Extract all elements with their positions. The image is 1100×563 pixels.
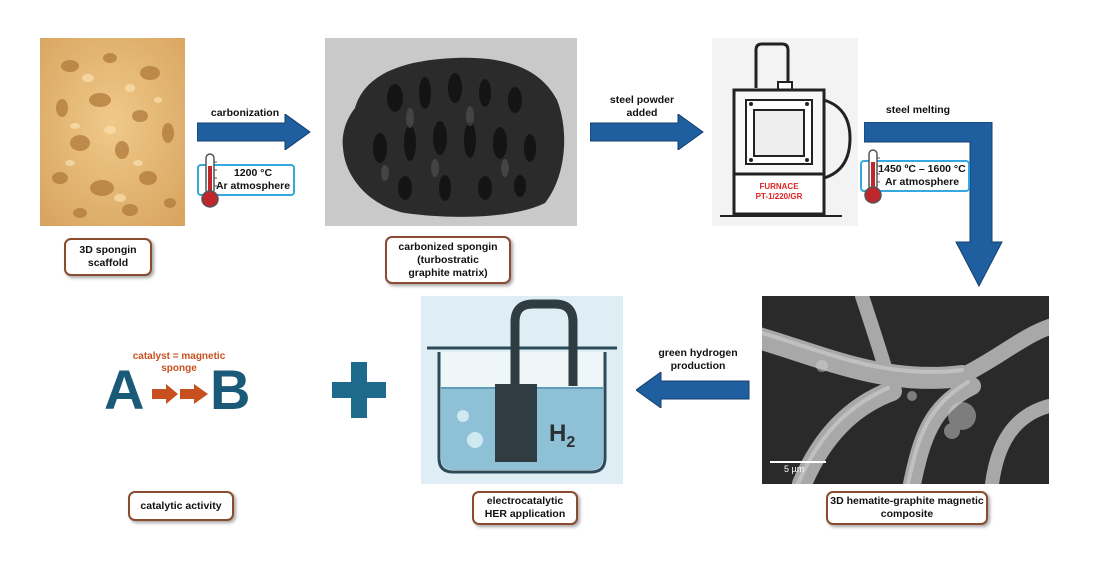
caption-line: 3D spongin	[79, 244, 137, 256]
caption-line: composite	[880, 508, 934, 520]
caption-line: graphite matrix)	[408, 266, 488, 279]
step-label-steel-melting: steel melting	[868, 104, 968, 117]
double-arrow-icon	[152, 384, 208, 404]
h2-subscript: 2	[566, 433, 576, 451]
catalyst-line: sponge	[161, 363, 197, 374]
step-label-steel-powder: steel powder added	[592, 94, 692, 120]
caption-line: catalytic activity	[140, 499, 222, 512]
carbonized-spongin-photo	[325, 38, 577, 226]
process-arrow-4	[636, 372, 750, 408]
temp-line: 1450 ºC – 1600 °C	[878, 163, 966, 175]
furnace-illustration: FURNACE PT-1/220/GR	[712, 38, 858, 226]
temp-line: 1200 °C	[233, 167, 273, 179]
caption-line: electrocatalytic	[486, 495, 564, 507]
caption-line: scaffold	[87, 257, 129, 269]
spongin-scaffold-photo	[40, 38, 185, 226]
step-line: production	[670, 360, 726, 372]
temp-line: Ar atmosphere	[215, 180, 291, 192]
step-line: carbonization	[210, 107, 280, 119]
step-line: steel powder	[609, 94, 675, 106]
h2-symbol: H	[549, 420, 567, 447]
process-arrow-2	[590, 114, 704, 150]
caption-spongin-scaffold: 3D spongin scaffold	[64, 238, 152, 276]
caption-line: (turbostratic	[417, 253, 479, 266]
sem-scale-bar-label: 5 µm	[784, 464, 805, 474]
product-b: B	[210, 358, 251, 421]
step-label-green-hydrogen: green hydrogen production	[648, 347, 748, 373]
thermometer-icon	[201, 153, 219, 208]
step-line: added	[626, 107, 658, 119]
electrolysis-beaker-illustration: H2	[421, 296, 623, 484]
h2-formula: H2	[549, 422, 575, 455]
step-line: steel melting	[885, 104, 951, 116]
reactant-a: A	[104, 358, 145, 421]
sem-composite-image: 5 µm	[762, 296, 1049, 484]
caption-line: 3D hematite-graphite magnetic	[830, 495, 984, 507]
furnace-label-line: FURNACE	[759, 182, 799, 191]
process-arrow-1	[197, 114, 311, 150]
caption-line: carbonized spongin	[398, 240, 498, 253]
step-label-carbonization: carbonization	[200, 107, 290, 120]
caption-catalytic-activity: catalytic activity	[128, 491, 234, 521]
catalyst-line: catalyst = magnetic	[132, 351, 226, 362]
caption-her-application: electrocatalytic HER application	[472, 491, 578, 525]
thermometer-icon	[864, 149, 882, 204]
caption-carbonized-spongin: carbonized spongin (turbostratic graphit…	[385, 236, 511, 284]
temp-line: Ar atmosphere	[884, 176, 960, 188]
step-line: green hydrogen	[658, 347, 738, 359]
caption-composite: 3D hematite-graphite magnetic composite	[826, 491, 988, 525]
temperature-box-2: 1450 ºC – 1600 °C Ar atmosphere	[860, 160, 970, 192]
plus-icon	[332, 362, 386, 418]
furnace-label-line: PT-1/220/GR	[755, 192, 803, 201]
caption-line: HER application	[484, 508, 566, 520]
furnace-label: FURNACE PT-1/220/GR	[734, 182, 824, 202]
catalyst-label: catalyst = magnetic sponge	[124, 351, 234, 375]
process-arrow-3	[864, 122, 1003, 288]
